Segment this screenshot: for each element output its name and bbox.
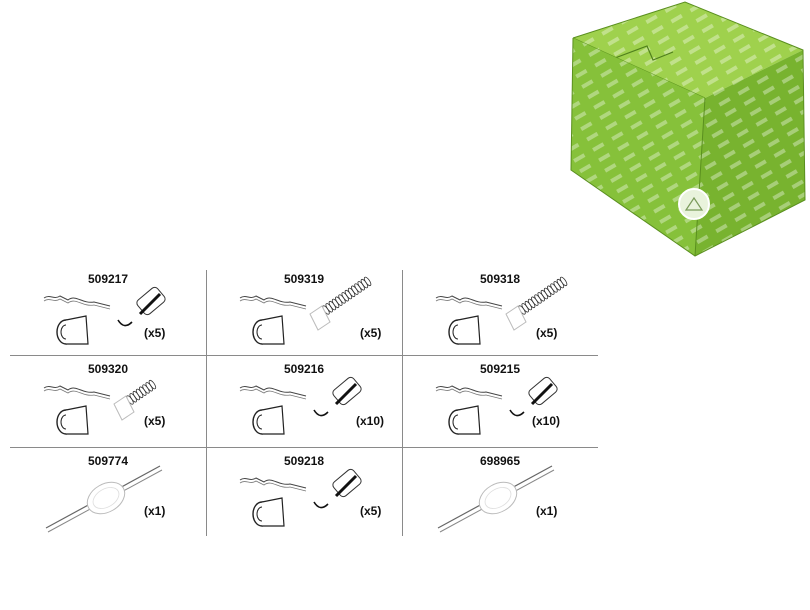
kit-quantity: (x10) [532, 414, 561, 428]
product-box-image [555, 0, 810, 260]
kit-quantity: (x1) [536, 504, 558, 518]
kit-code: 509320 [87, 362, 129, 376]
kit-code: 509318 [479, 272, 521, 286]
kit-quantity: (x5) [144, 414, 166, 428]
kit-code: 509217 [87, 272, 129, 286]
kit-illustration [435, 376, 558, 435]
kit-code: 509218 [283, 454, 325, 468]
kit-cell: 509320 (x5) [10, 360, 206, 448]
kit-quantity: (x5) [360, 326, 382, 340]
kit-illustration [43, 379, 157, 435]
kit-quantity: (x5) [360, 504, 382, 518]
kit-quantity: (x5) [144, 326, 166, 340]
kit-illustration [239, 276, 372, 345]
kit-illustration [43, 286, 166, 345]
kit-quantity: (x10) [356, 414, 385, 428]
kit-illustration [239, 468, 362, 527]
kit-illustration [239, 376, 362, 435]
kit-code: 509774 [87, 454, 129, 468]
grid-divider [10, 355, 598, 356]
kit-cell: 509218 (x5) [206, 452, 402, 540]
kit-grid [10, 270, 598, 536]
kit-code: 698965 [479, 454, 521, 468]
kit-code: 509215 [479, 362, 521, 376]
kit-cell: 698965 (x1) [402, 452, 598, 540]
kit-cell: 509774 (x1) [10, 452, 206, 540]
grid-divider [10, 447, 598, 448]
grid-divider [402, 270, 403, 536]
kit-illustration [435, 276, 568, 345]
kit-code: 509319 [283, 272, 325, 286]
kit-quantity: (x1) [144, 504, 166, 518]
quality-stamp-icon [678, 188, 710, 220]
kit-cell: 509216 (x10) [206, 360, 402, 448]
kit-cell: 509318 (x5) [402, 270, 598, 358]
kit-code: 509216 [283, 362, 325, 376]
kit-illustration [437, 465, 555, 533]
kit-illustration [45, 465, 163, 533]
kit-cell: 509319 (x5) [206, 270, 402, 358]
box-illustration [570, 1, 806, 257]
kit-cell: 509217 (x5) [10, 270, 206, 358]
kit-quantity: (x5) [536, 326, 558, 340]
kit-cell: 509215 (x10) [402, 360, 598, 448]
grid-divider [206, 270, 207, 536]
